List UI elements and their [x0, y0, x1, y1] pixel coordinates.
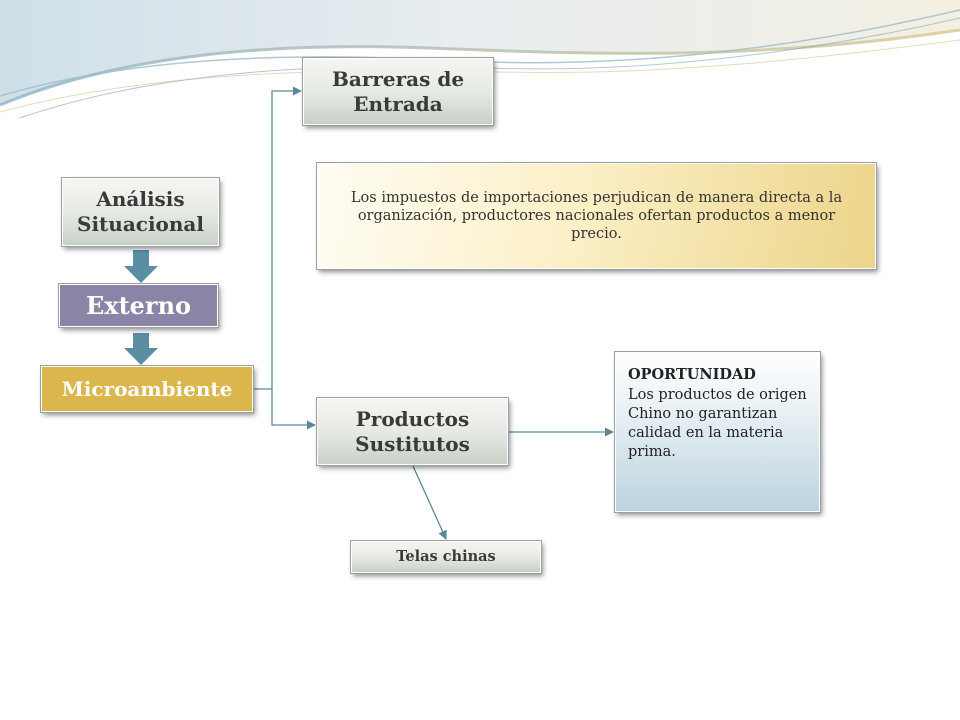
productos-sustitutos-node: Productos Sustitutos [317, 398, 508, 465]
connector-productos-to-telas [412, 465, 447, 540]
analisis-situacional-node: Análisis Situacional [62, 178, 219, 246]
oportunidad-box: OPORTUNIDAD Los productos de origen Chin… [615, 352, 820, 512]
microambiente-label: Microambiente [61, 376, 233, 401]
oportunidad-title: OPORTUNIDAD [628, 366, 756, 383]
externo-node: Externo [59, 284, 218, 327]
impuestos-text: Los impuestos de importaciones perjudica… [350, 189, 843, 243]
connector-micro-to-barreras [254, 86, 302, 390]
down-arrow-2 [124, 333, 158, 365]
connector-micro-to-productos [271, 389, 316, 430]
impuestos-description-box: Los impuestos de importaciones perjudica… [317, 163, 876, 269]
down-arrow-1 [124, 250, 158, 283]
productos-label: Productos Sustitutos [355, 406, 470, 456]
microambiente-node: Microambiente [41, 366, 253, 412]
oportunidad-body: Los productos de origen Chino no garanti… [628, 387, 807, 460]
externo-label: Externo [85, 290, 192, 320]
telas-chinas-node: Telas chinas [351, 541, 541, 573]
telas-label: Telas chinas [396, 547, 496, 565]
barreras-de-entrada-node: Barreras de Entrada [303, 58, 493, 125]
analisis-situacional-label: Análisis Situacional [77, 187, 204, 236]
barreras-label: Barreras de Entrada [331, 66, 465, 116]
